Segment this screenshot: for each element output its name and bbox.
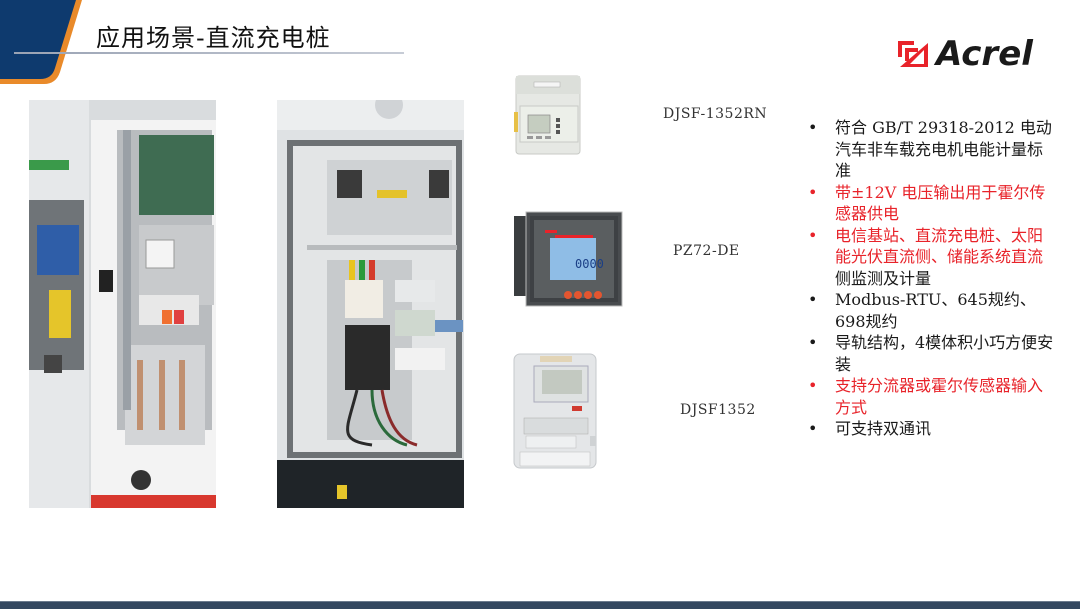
feature-text-red: 电信基站、直流充电桩、太阳能光伏直流侧、储能系统直流 <box>835 225 1044 267</box>
feature-text: 支持分流器或霍尔传感器输入方式 <box>835 376 1044 417</box>
feature-text: 导轨结构，4模体积小巧方便安装 <box>835 333 1054 374</box>
acrel-logo: Acrel <box>896 34 1033 74</box>
product-label-pz72-de: PZ72-DE <box>673 243 740 259</box>
feature-item: • 符合 GB/T 29318-2012 电动汽车非车载充电机电能计量标准 <box>808 117 1058 182</box>
cabinet-photo-1 <box>29 100 216 508</box>
feature-text: 带±12V 电压输出用于霍尔传感器供电 <box>835 182 1046 224</box>
footer-bar <box>0 601 1080 609</box>
acrel-logo-icon <box>898 41 928 67</box>
bullet-icon: • <box>808 419 818 438</box>
cabinet-photo-2 <box>277 100 464 508</box>
bullet-icon: • <box>808 333 818 352</box>
bullet-icon: • <box>808 376 818 395</box>
product-label-djsf1352: DJSF1352 <box>680 402 756 418</box>
feature-text: 可支持双通讯 <box>835 419 932 438</box>
bullet-icon: • <box>808 290 818 309</box>
brand-name: Acrel <box>936 34 1033 74</box>
feature-item: • 支持分流器或霍尔传感器输入方式 <box>808 375 1058 418</box>
bullet-icon: • <box>808 182 818 202</box>
feature-item: • 导轨结构，4模体积小巧方便安装 <box>808 332 1058 375</box>
bullet-icon: • <box>808 118 818 137</box>
feature-item: • 电信基站、直流充电桩、太阳能光伏直流侧、储能系统直流侧监测及计量 <box>808 225 1058 290</box>
feature-item: • 带±12V 电压输出用于霍尔传感器供电 <box>808 182 1058 225</box>
svg-text:0000: 0000 <box>575 257 604 271</box>
feature-list: • 符合 GB/T 29318-2012 电动汽车非车载充电机电能计量标准 • … <box>808 117 1058 440</box>
product-image-pz72-de: 0000 <box>512 208 624 308</box>
feature-text: 符合 GB/T 29318-2012 电动汽车非车载充电机电能计量标准 <box>835 118 1052 180</box>
bullet-icon: • <box>808 225 818 245</box>
product-image-djsf1352 <box>512 352 598 470</box>
feature-item: • 可支持双通讯 <box>808 418 1058 440</box>
product-image-djsf-1352rn <box>512 72 588 160</box>
page-title: 应用场景-直流充电桩 <box>96 24 331 52</box>
feature-text: Modbus-RTU、645规约、698规约 <box>835 290 1036 331</box>
corner-decoration <box>0 0 82 84</box>
title-underline <box>14 52 404 54</box>
product-label-djsf-1352rn: DJSF-1352RN <box>663 106 768 122</box>
feature-text-black: 侧监测及计量 <box>835 268 932 288</box>
feature-item: • Modbus-RTU、645规约、698规约 <box>808 289 1058 332</box>
